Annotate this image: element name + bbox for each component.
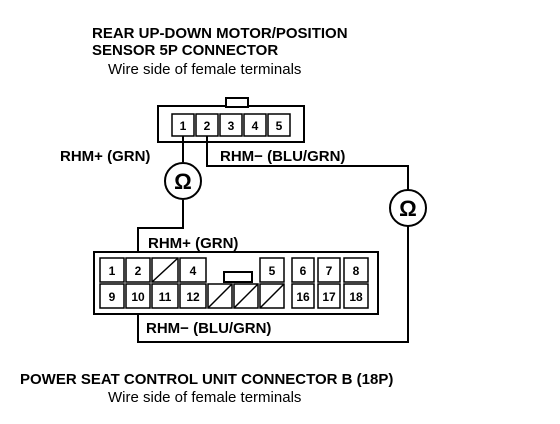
bottom-connector-title: POWER SEAT CONTROL UNIT CONNECTOR B (18P… (20, 371, 393, 388)
top-connector-title-line1: REAR UP-DOWN MOTOR/POSITION (92, 25, 348, 42)
bottom-pin-11: 11 (159, 290, 172, 304)
rhm-plus-top-label: RHM+ (GRN) (60, 148, 150, 165)
bottom-pin-18: 18 (349, 290, 363, 304)
bottom-connector-subtitle: Wire side of female terminals (108, 389, 301, 406)
left-ohmmeter: Ω (164, 162, 202, 200)
top-connector-subtitle: Wire side of female terminals (108, 61, 301, 78)
top-5p-connector: 1 2 3 4 5 (157, 97, 305, 143)
rhm-minus-top-label: RHM− (BLU/GRN) (220, 148, 345, 165)
rhm-plus-bottom-label: RHM+ (GRN) (148, 235, 238, 252)
bottom-pin-10: 10 (131, 290, 145, 304)
bottom-pin-7: 7 (326, 264, 333, 278)
top-pin-4: 4 (252, 119, 259, 133)
bottom-pin-8: 8 (353, 264, 360, 278)
bottom-pin-16: 16 (296, 290, 310, 304)
right-ohm-icon: Ω (399, 196, 417, 221)
bottom-pin-9: 9 (109, 290, 116, 304)
bottom-pin-5: 5 (269, 264, 276, 278)
bottom-pin-2: 2 (135, 264, 142, 278)
bottom-pin-6: 6 (300, 264, 307, 278)
bottom-18p-connector: 1 2 4 5 6 7 8 9 10 11 12 16 17 18 (93, 251, 379, 315)
bottom-pin-12: 12 (186, 290, 200, 304)
bottom-pin-4: 4 (190, 264, 197, 278)
top-connector-title-line2: SENSOR 5P CONNECTOR (92, 42, 278, 59)
top-pin-5: 5 (276, 119, 283, 133)
right-ohmmeter: Ω (389, 189, 427, 227)
bottom-pin-1: 1 (109, 264, 116, 278)
rhm-minus-bottom-label: RHM− (BLU/GRN) (146, 320, 271, 337)
bottom-pin-17: 17 (322, 290, 336, 304)
top-pin-2: 2 (204, 119, 211, 133)
top-pin-1: 1 (180, 119, 187, 133)
top-pin-3: 3 (228, 119, 235, 133)
left-ohm-icon: Ω (174, 169, 192, 194)
wires (137, 136, 409, 343)
